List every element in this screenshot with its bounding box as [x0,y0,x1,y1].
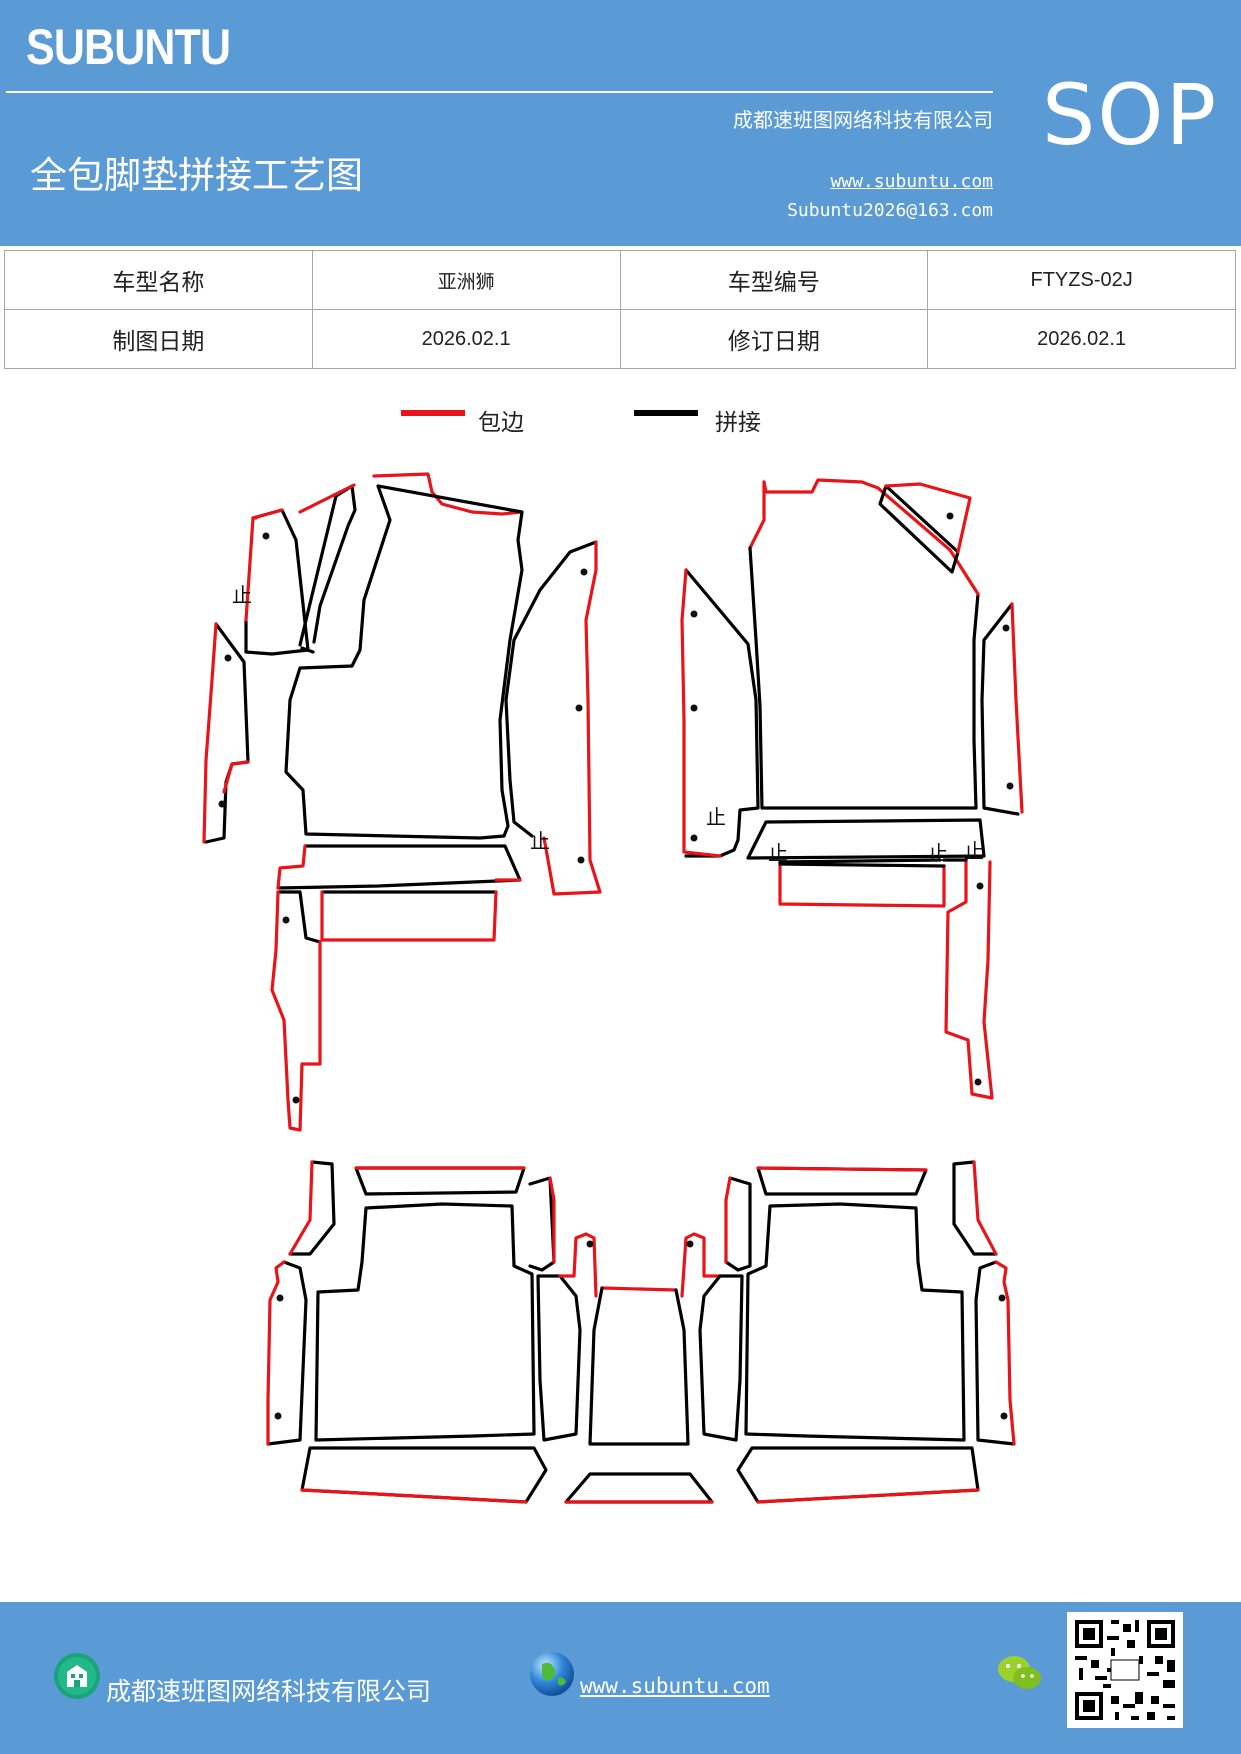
page-title: 全包脚垫拼接工艺图 [30,154,363,197]
mat-piece-rear-left-main [314,1202,536,1442]
legend-swatch-seam [634,410,698,416]
mat-piece-rear-left-far-side [266,1260,308,1446]
header-website-link[interactable]: www.subuntu.com [830,171,993,192]
mat-piece-rear-left-side [288,1160,336,1256]
mat-piece-front-left-rect [320,890,498,942]
floor-mat-diagram: 止 止 止 止 止 止 [202,472,1024,1504]
mat-piece-front-right-long-strip [942,858,994,1100]
header-divider [6,91,993,93]
mat-piece-rear-right-bottom-bar [736,1446,980,1504]
mat-piece-front-left-right-side [504,540,602,896]
stop-marker: 止 [232,583,252,607]
stop-marker: 止 [768,841,788,865]
wechat-icon [998,1656,1041,1689]
table-cell: 制图日期 [4,309,313,369]
mat-piece-rear-center [588,1286,690,1446]
table-cell: 车型名称 [4,250,313,310]
mat-piece-rear-left-top-bar [354,1166,526,1196]
mat-piece-front-right-main [748,478,980,810]
globe-icon [530,1652,574,1696]
footer-company: 成都速班图网络科技有限公司 [106,1677,432,1706]
mat-piece-front-left-side [202,622,250,844]
mat-piece-rear-left-bottom-bar [300,1446,548,1504]
legend-label-seam: 拼接 [715,410,761,436]
mat-piece-front-left-strip [298,483,357,654]
mat-piece-front-right-right-side [980,602,1024,816]
header-band [0,0,1241,246]
table-cell: 修订日期 [619,309,929,369]
header-email: Subuntu2026@163.com [787,200,993,221]
stop-marker: 止 [964,839,984,863]
mat-piece-rear-right-connector [680,1232,722,1298]
table-cell: 车型编号 [619,250,929,310]
mat-piece-rear-right-side [952,1160,998,1256]
mat-piece-rear-left-pillar [528,1176,582,1442]
table-cell: 2026.02.1 [311,309,621,369]
brand-logo: SUBUNTU [26,19,231,75]
legend-label-binding: 包边 [478,410,524,436]
building-icon [54,1653,100,1699]
mat-piece-front-left-narrow [244,508,310,656]
mat-piece-front-left-main [284,472,524,840]
mat-piece-front-right-top-strip [878,482,972,574]
legend-swatch-binding [401,410,465,416]
mat-piece-front-right-bar [746,818,986,864]
mat-piece-rear-right-pillar [698,1176,752,1442]
stop-marker: 止 [706,805,726,829]
mat-piece-front-left-bar [276,844,522,890]
mat-piece-front-right-left-side [680,568,760,858]
qr-code [1067,1612,1183,1728]
clip-points [218,512,1014,1420]
table-cell: FTYZS-02J [927,250,1236,310]
mat-piece-front-right-rect [778,862,946,908]
table-cell: 亚洲狮 [311,250,621,310]
table-row: 制图日期 2026.02.1 修订日期 2026.02.1 [4,309,1236,369]
header-company: 成都速班图网络科技有限公司 [733,108,993,132]
mat-piece-rear-center-bottom-bar [564,1472,714,1504]
footer-website-link[interactable]: www.subuntu.com [580,1674,770,1698]
mat-piece-front-left-long-strip [270,890,322,1132]
table-row: 车型名称 亚洲狮 车型编号 FTYZS-02J [4,250,1236,310]
sop-badge: SOP [1042,66,1219,164]
mat-piece-rear-right-far-side [974,1260,1016,1446]
table-cell: 2026.02.1 [927,309,1236,369]
stop-marker: 止 [928,841,948,865]
mat-piece-rear-right-top-bar [756,1166,928,1196]
info-table: 车型名称 亚洲狮 车型编号 FTYZS-02J 制图日期 2026.02.1 修… [4,250,1236,369]
mat-piece-rear-right-main [744,1202,966,1442]
mat-piece-rear-left-connector [558,1232,598,1298]
stop-marker: 止 [530,829,550,853]
